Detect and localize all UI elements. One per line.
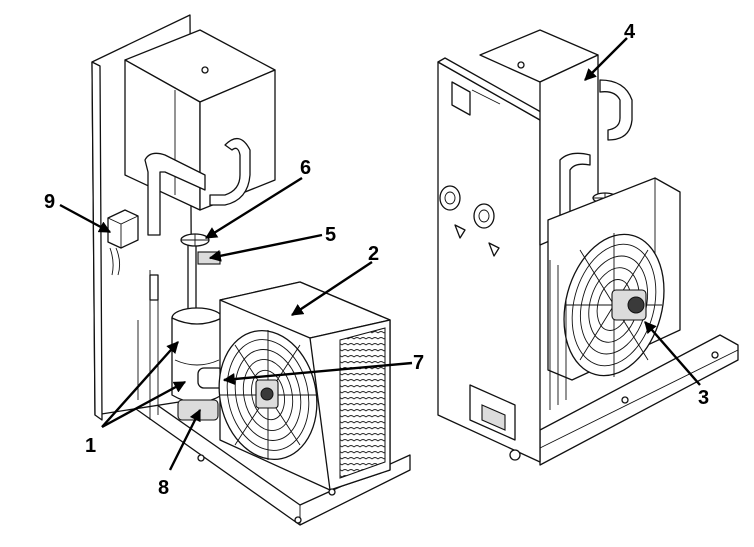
callout-5: 5: [325, 224, 336, 246]
hand-valve-icon: [180, 233, 210, 247]
callout-labels: 1 2 3 4 5 6 7 8 9: [44, 21, 709, 499]
right-access-ports: [439, 185, 500, 257]
callout-2: 2: [368, 243, 379, 265]
callout-1: 1: [85, 435, 96, 457]
callout-4: 4: [624, 21, 636, 43]
left-suction-tube: [209, 138, 251, 206]
callout-leaders: [59, 37, 701, 471]
callout-3: 3: [698, 387, 709, 409]
callout-7: 7: [413, 352, 424, 374]
pressure-switch-icon: [107, 209, 139, 276]
callout-9: 9: [44, 191, 55, 213]
right-unit: [437, 29, 739, 466]
right-fan-guard-icon: [563, 233, 665, 377]
left-unit: [91, 14, 411, 526]
right-suction-tube: [599, 79, 633, 141]
fan-guard-icon: [218, 329, 318, 461]
accumulator: [177, 399, 219, 421]
callout-8: 8: [158, 477, 169, 499]
callout-6: 6: [300, 157, 311, 179]
left-valve-body: [197, 251, 221, 265]
